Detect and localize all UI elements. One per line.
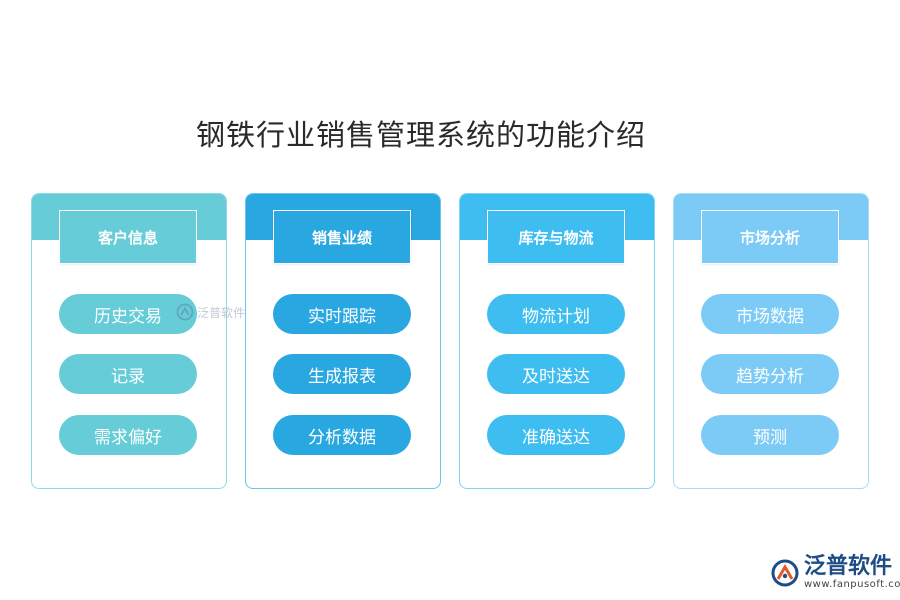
watermark: 泛普软件 (176, 303, 245, 321)
feature-pill: 记录 (59, 354, 197, 394)
page-title: 钢铁行业销售管理系统的功能介绍 (196, 118, 647, 152)
feature-pill: 准确送达 (487, 415, 625, 455)
brand-logo: 泛普软件 www.fanpusoft.com (770, 555, 900, 591)
feature-pill: 物流计划 (487, 294, 625, 334)
feature-pill: 及时送达 (487, 354, 625, 394)
fanpu-logo-icon (176, 303, 194, 321)
brand-url: www.fanpusoft.com (804, 579, 900, 590)
column-card-sales-performance: 销售业绩 实时跟踪 生成报表 分析数据 (245, 193, 441, 489)
feature-pill: 需求偏好 (59, 415, 197, 455)
feature-pill: 分析数据 (273, 415, 411, 455)
feature-pill: 实时跟踪 (273, 294, 411, 334)
column-header: 市场分析 (701, 210, 839, 264)
feature-pill: 市场数据 (701, 294, 839, 334)
feature-pill: 趋势分析 (701, 354, 839, 394)
watermark-text: 泛普软件 (197, 305, 246, 320)
column-header: 客户信息 (59, 210, 197, 264)
column-card-inventory-logistics: 库存与物流 物流计划 及时送达 准确送达 (459, 193, 655, 489)
feature-pill: 预测 (701, 415, 839, 455)
feature-pill: 历史交易 (59, 294, 197, 334)
column-header: 销售业绩 (273, 210, 411, 264)
column-header: 库存与物流 (487, 210, 625, 264)
column-card-market-analysis: 市场分析 市场数据 趋势分析 预测 (673, 193, 869, 489)
brand-name: 泛普软件 (804, 554, 893, 579)
column-card-customer-info: 客户信息 历史交易 记录 需求偏好 (31, 193, 227, 489)
feature-pill: 生成报表 (273, 354, 411, 394)
fanpu-logo-icon (771, 559, 799, 587)
